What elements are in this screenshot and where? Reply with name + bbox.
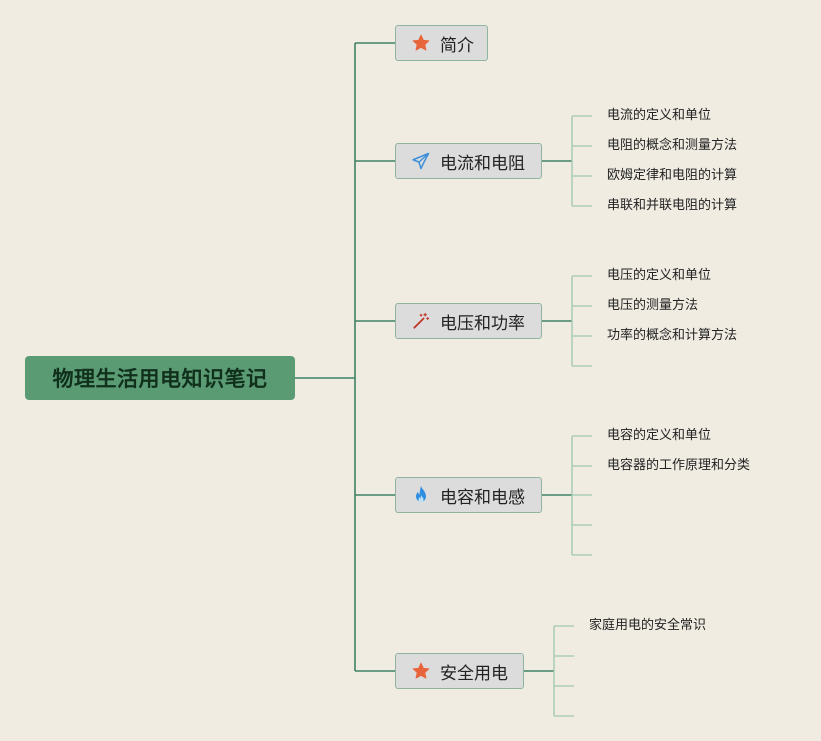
branch-label: 电容和电感 [440, 487, 525, 508]
magic-wand-icon [410, 310, 432, 332]
branch-label: 简介 [440, 35, 474, 56]
star-icon [410, 32, 432, 54]
leaf-node[interactable]: 功率的概念和计算方法 [607, 328, 738, 343]
branch-label: 电流和电阻 [440, 153, 525, 174]
leaf-node[interactable]: 欧姆定律和电阻的计算 [607, 168, 738, 183]
paper-plane-icon [410, 150, 432, 172]
fire-icon [410, 484, 432, 506]
leaf-node[interactable]: 电容的定义和单位 [607, 428, 712, 443]
leaf-node[interactable]: 串联和并联电阻的计算 [607, 198, 738, 213]
leaf-node[interactable]: 电容器的工作原理和分类 [607, 458, 751, 473]
leaf-node[interactable]: 电阻的概念和测量方法 [607, 138, 738, 153]
branch-label: 电压和功率 [440, 313, 525, 334]
leaf-node[interactable]: 电压的测量方法 [607, 298, 699, 313]
leaf-node[interactable]: 电压的定义和单位 [607, 268, 712, 283]
branch-node-electrical-safety[interactable]: 安全用电 [395, 653, 524, 689]
root-title: 物理生活用电知识笔记 [52, 367, 268, 391]
leaf-node[interactable]: 家庭用电的安全常识 [589, 618, 707, 633]
root-node[interactable]: 物理生活用电知识笔记 [25, 356, 295, 400]
branch-node-voltage-power[interactable]: 电压和功率 [395, 303, 542, 339]
branch-node-current-resistance[interactable]: 电流和电阻 [395, 143, 542, 179]
branch-node-intro[interactable]: 简介 [395, 25, 488, 61]
star-icon [410, 660, 432, 682]
leaf-node[interactable]: 电流的定义和单位 [607, 108, 712, 123]
branch-label: 安全用电 [440, 663, 508, 684]
branch-node-capacitance-inductance[interactable]: 电容和电感 [395, 477, 542, 513]
